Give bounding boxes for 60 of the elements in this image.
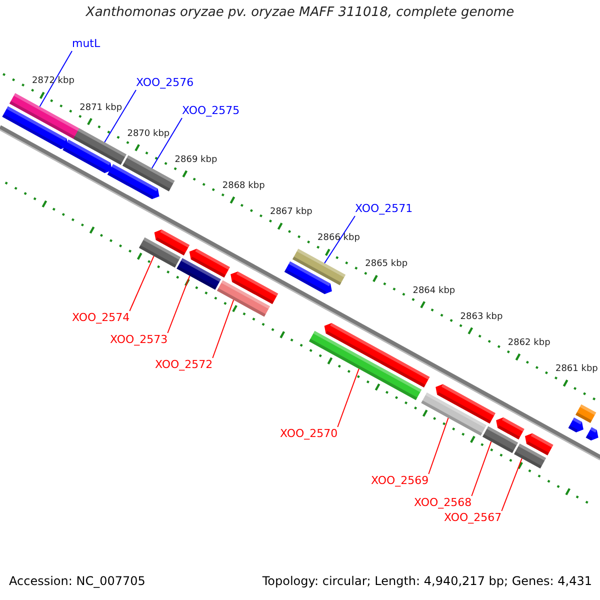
gene-label: XOO_2575 xyxy=(182,104,240,118)
gene-feature xyxy=(284,261,332,294)
gene-block xyxy=(421,392,486,436)
gene-label: mutL xyxy=(72,37,100,51)
leader-line xyxy=(501,458,522,512)
gene-label: XOO_2571 xyxy=(355,202,413,216)
scale-label: 2862 kbp xyxy=(508,336,550,350)
gene-block xyxy=(308,330,422,400)
scale-label: 2867 kbp xyxy=(270,206,312,220)
gene-block xyxy=(292,248,346,286)
genome-info: Topology: circular; Length: 4,940,217 bp; Genes: 4,431 xyxy=(262,574,592,588)
gene-label: XOO_2570 xyxy=(280,427,338,441)
scale-label: 2871 kbp xyxy=(80,102,122,114)
leader-line xyxy=(337,368,360,428)
gene-block xyxy=(122,155,175,192)
gene-block xyxy=(576,404,596,424)
gene-label: XOO_2574 xyxy=(72,311,130,325)
gene-feature xyxy=(496,417,524,440)
leader-line xyxy=(167,275,190,334)
gene-label: XOO_2568 xyxy=(414,496,472,510)
gene-block xyxy=(138,237,181,268)
leader-line xyxy=(129,256,154,312)
gene-feature xyxy=(154,230,190,256)
leader-line xyxy=(39,50,72,108)
leader-line xyxy=(428,417,449,474)
scale-label: 2869 kbp xyxy=(174,154,218,167)
gene-feature xyxy=(62,140,112,174)
gene-label: XOO_2569 xyxy=(371,474,429,488)
accession-label: Accession: NC_007705 xyxy=(9,574,146,588)
gene-label: XOO_2576 xyxy=(136,76,194,90)
scale-label: 2864 kbp xyxy=(412,284,456,298)
scale-label: 2872 kbp xyxy=(32,75,74,88)
leader-line xyxy=(324,216,356,264)
gene-label: XOO_2567 xyxy=(444,511,502,525)
gene-feature xyxy=(324,323,430,388)
scale-label: 2865 kbp xyxy=(365,258,408,272)
scale-label: 2861 kbp xyxy=(555,363,598,376)
title: Xanthomonas oryzae pv. oryzae MAFF 311018, complete genome xyxy=(84,6,516,20)
gene-feature xyxy=(568,418,584,432)
scale-label: 2866 kbp xyxy=(318,232,360,246)
gene-feature xyxy=(586,427,598,441)
scale-label: 2870 kbp xyxy=(127,128,170,141)
leader-line xyxy=(212,299,234,358)
gene-feature xyxy=(525,433,554,456)
gene-label: XOO_2572 xyxy=(155,358,213,372)
gene-label: XOO_2573 xyxy=(110,333,168,347)
gene-block xyxy=(216,280,270,317)
leader-line xyxy=(471,441,492,496)
gene-feature xyxy=(2,106,68,150)
gene-block xyxy=(482,426,518,454)
gene-feature xyxy=(436,384,496,424)
gene-block xyxy=(176,258,221,290)
gene-block xyxy=(514,444,546,469)
scale-label: 2863 kbp xyxy=(460,310,503,324)
gene-feature xyxy=(107,164,160,200)
scale-label: 2868 kbp xyxy=(222,180,265,193)
gene-feature xyxy=(189,248,230,278)
gene-block xyxy=(73,128,126,165)
gene-feature xyxy=(230,271,278,304)
leader-line xyxy=(104,90,136,143)
